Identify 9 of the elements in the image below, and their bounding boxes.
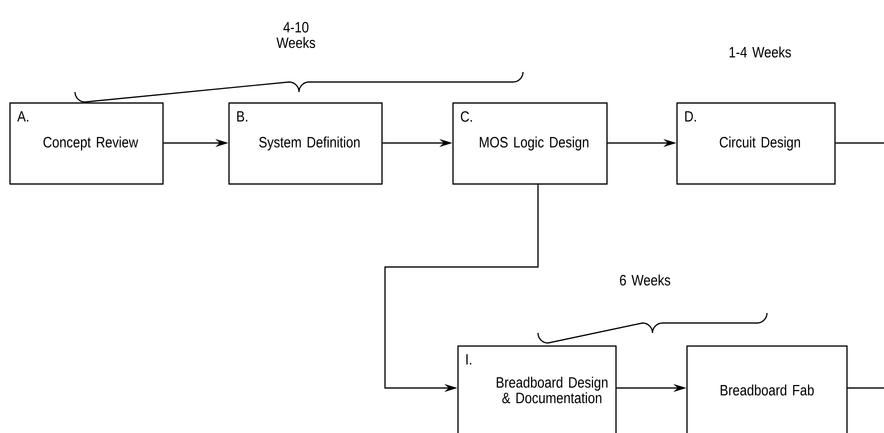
process-box: C. MOS Logic Design: [452, 102, 608, 185]
duration-label: 6 Weeks: [620, 274, 670, 286]
duration-label: 1-4 Weeks: [730, 46, 791, 58]
duration-label: 4-10 Weeks: [276, 22, 316, 48]
process-box: Breadboard Fab: [686, 345, 848, 433]
process-box: I. Breadboard Design & Documentation: [457, 345, 617, 433]
process-box: B. System Definition: [228, 102, 383, 185]
process-box: A. Concept Review: [9, 102, 164, 185]
process-box: D. Circuit Design: [676, 102, 836, 185]
